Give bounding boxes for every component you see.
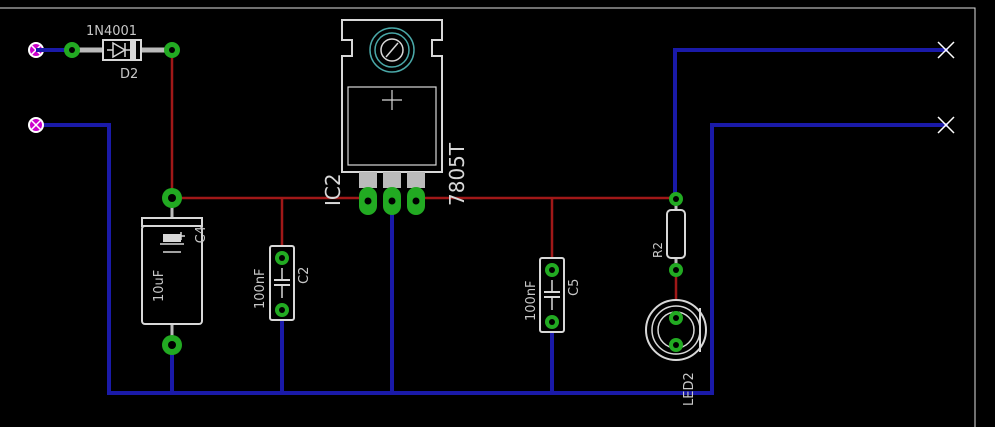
resistor-r2[interactable] [666, 200, 686, 270]
led-led2[interactable] [645, 299, 707, 361]
d2-name-label: D2 [120, 67, 138, 82]
c4-value-label: 10uF [152, 270, 167, 302]
c2-name-label: C2 [297, 267, 312, 284]
output-connector-ground[interactable] [937, 116, 955, 134]
pad-c5-2[interactable] [545, 315, 559, 329]
input-connector-ground[interactable] [28, 117, 44, 133]
pad-r2-2[interactable] [669, 263, 683, 277]
trace-output-positive[interactable] [673, 48, 948, 202]
pad-d2-cathode[interactable] [164, 42, 180, 58]
pad-ic2-ground[interactable] [383, 187, 401, 215]
regulator-ic2[interactable] [341, 19, 443, 188]
pad-c5-1[interactable] [545, 263, 559, 277]
pad-r2-1[interactable] [669, 192, 683, 206]
c2-value-label: 100nF [253, 268, 268, 309]
diode-d2[interactable] [72, 39, 172, 61]
ic2-name-label: IC2 [321, 173, 345, 206]
pad-led2-anode[interactable] [669, 311, 683, 325]
led2-name-label: LED2 [682, 372, 697, 406]
pad-ic2-output[interactable] [407, 187, 425, 215]
c4-name-label: C4 [194, 226, 209, 243]
c5-value-label: 100nF [524, 280, 539, 321]
pad-led2-cathode[interactable] [669, 338, 683, 352]
pad-c4-positive[interactable] [162, 188, 182, 208]
capacitor-c2[interactable] [269, 245, 295, 321]
pad-ic2-input[interactable] [359, 187, 377, 215]
capacitor-c5[interactable] [539, 257, 565, 333]
pad-c2-1[interactable] [275, 251, 289, 265]
c5-name-label: C5 [567, 279, 582, 296]
d2-value-label: 1N4001 [86, 24, 137, 39]
bottom-layer-traces [34, 48, 948, 395]
pad-d2-anode[interactable] [64, 42, 80, 58]
pad-c4-negative[interactable] [162, 335, 182, 355]
output-connector-positive[interactable] [937, 41, 955, 59]
ic2-value-label: 7805T [445, 142, 469, 206]
board-outline [0, 7, 976, 427]
capacitor-c4[interactable] [141, 198, 203, 345]
trace-input-ground[interactable] [34, 123, 948, 395]
r2-name-label: R2 [651, 242, 665, 258]
pad-c2-2[interactable] [275, 303, 289, 317]
